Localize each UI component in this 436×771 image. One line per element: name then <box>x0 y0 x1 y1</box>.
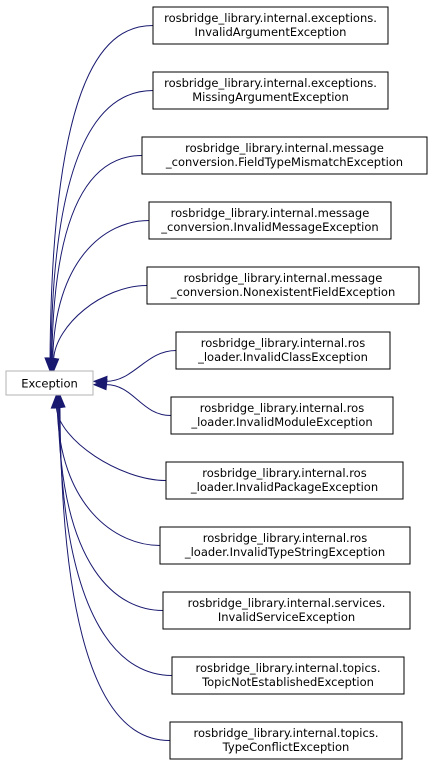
class-node-package-label: rosbridge_library.internal.topics. <box>194 726 379 740</box>
class-node-package-label: rosbridge_library.internal.exceptions. <box>164 76 377 90</box>
class-node-loader-invalidtypestringexception[interactable]: rosbridge_library.internal.ros_loader.In… <box>159 526 411 565</box>
class-node-class-label: _loader.InvalidModuleException <box>190 415 372 429</box>
inheritance-edge <box>105 350 177 382</box>
class-nodes: Exception rosbridge_library.internal.exc… <box>5 6 428 760</box>
inheritance-edge <box>105 384 172 416</box>
inheritance-edge <box>51 155 143 360</box>
class-node-box <box>162 591 411 630</box>
inheritance-edge <box>50 90 154 360</box>
class-node-class-label: _loader.InvalidPackageException <box>190 480 378 494</box>
inheritance-edge <box>52 220 150 360</box>
class-node-package-label: rosbridge_library.internal.ros <box>203 531 367 545</box>
class-node-package-label: rosbridge_library.internal.ros <box>200 401 364 415</box>
class-node-topicnotestablishedexception[interactable]: rosbridge_library.internal.topics.TopicN… <box>171 656 405 695</box>
inheritance-edge <box>55 406 167 481</box>
inheritance-edge <box>53 285 148 360</box>
inheritance-arrowhead <box>54 393 66 409</box>
class-node-package-label: rosbridge_library.internal.message <box>171 206 370 220</box>
class-node-loader-invalidclassexception[interactable]: rosbridge_library.internal.ros_loader.In… <box>175 331 391 370</box>
class-node-package-label: rosbridge_library.internal.ros <box>201 336 365 350</box>
class-node-box <box>169 721 403 760</box>
class-node-box <box>152 71 389 110</box>
class-node-class-label: _loader.InvalidClassException <box>197 350 368 364</box>
class-node-class-label: MissingArgumentException <box>192 90 349 104</box>
class-node-class-label: _conversion.NonexistentFieldException <box>170 285 396 299</box>
inheritance-edge <box>57 406 164 611</box>
class-node-loader-invalidmoduleexception[interactable]: rosbridge_library.internal.ros_loader.In… <box>170 396 394 435</box>
class-node-package-label: rosbridge_library.internal.topics. <box>196 661 381 675</box>
class-node-class-label: InvalidServiceException <box>218 610 355 624</box>
class-node-class-label: TypeConflictException <box>222 740 350 754</box>
inheritance-edge <box>58 406 173 676</box>
class-node-conversion-nonexistentfieldexception[interactable]: rosbridge_library.internal.message_conve… <box>146 266 420 305</box>
inheritance-edge <box>49 25 154 360</box>
class-node-box <box>170 396 394 435</box>
class-node-package-label: rosbridge_library.internal.message <box>185 141 384 155</box>
class-node-package-label: rosbridge_library.internal.ros <box>202 466 366 480</box>
class-node-invalidargumentexception[interactable]: rosbridge_library.internal.exceptions.In… <box>152 6 389 45</box>
class-node-box <box>175 331 391 370</box>
class-node-loader-invalidpackageexception[interactable]: rosbridge_library.internal.ros_loader.In… <box>165 461 404 500</box>
class-node-class-label: _conversion.FieldTypeMismatchException <box>165 155 403 169</box>
inheritance-edges <box>44 25 177 741</box>
class-node-missingargumentexception[interactable]: rosbridge_library.internal.exceptions.Mi… <box>152 71 389 110</box>
class-node-box <box>141 136 428 175</box>
class-node-box <box>152 6 389 45</box>
class-node-class-label: TopicNotEstablishedException <box>201 675 374 689</box>
class-node-box <box>165 461 404 500</box>
inheritance-edge <box>56 406 161 546</box>
class-node-box <box>159 526 411 565</box>
class-node-conversion-invalidmessageexception[interactable]: rosbridge_library.internal.message_conve… <box>148 201 392 240</box>
class-node-package-label: rosbridge_library.internal.message <box>184 271 383 285</box>
inheritance-edge <box>59 406 171 741</box>
class-node-class-label: InvalidArgumentException <box>195 25 347 39</box>
inheritance-arrowhead <box>47 357 60 373</box>
inheritance-arrowhead <box>92 378 108 391</box>
root-node-label: Exception <box>21 377 78 391</box>
class-node-box <box>148 201 392 240</box>
class-node-box <box>146 266 420 305</box>
root-node-exception[interactable]: Exception <box>5 370 94 396</box>
class-node-package-label: rosbridge_library.internal.exceptions. <box>164 11 377 25</box>
class-node-invalidserviceexception[interactable]: rosbridge_library.internal.services.Inva… <box>162 591 411 630</box>
class-node-class-label: _loader.InvalidTypeStringException <box>184 545 385 559</box>
class-node-box <box>171 656 405 695</box>
class-node-package-label: rosbridge_library.internal.services. <box>188 596 386 610</box>
class-node-conversion-fieldtypemismatchexception[interactable]: rosbridge_library.internal.message_conve… <box>141 136 428 175</box>
class-node-class-label: _conversion.InvalidMessageException <box>160 220 378 234</box>
class-node-typeconflictexception[interactable]: rosbridge_library.internal.topics.TypeCo… <box>169 721 403 760</box>
